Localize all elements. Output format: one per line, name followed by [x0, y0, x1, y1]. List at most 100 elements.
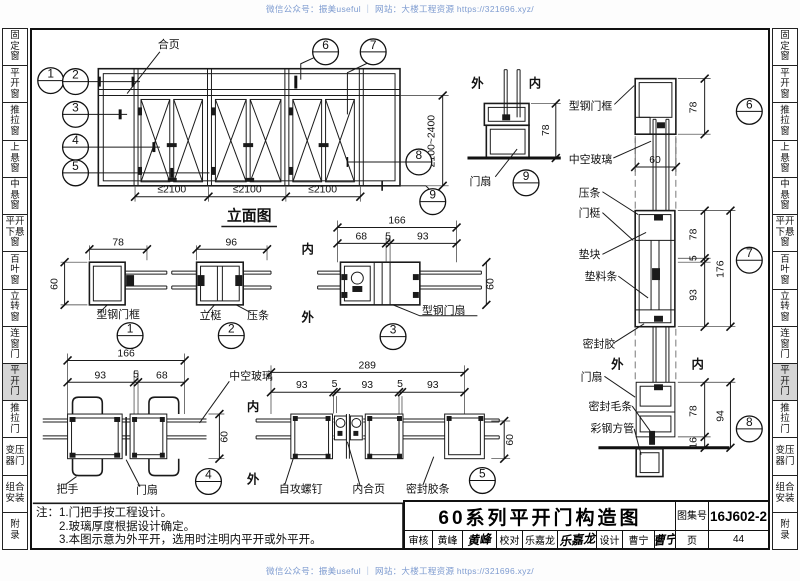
sidebar-item-window-door[interactable]: 连 窗 门	[3, 327, 27, 364]
d3-dim-a: 68	[356, 231, 368, 242]
sidebar-item-louver-window[interactable]: 百 叶 窗	[773, 252, 797, 290]
sidebar-item-window-door[interactable]: 连 窗 门	[773, 327, 797, 364]
d9-height-dim: 78	[541, 124, 552, 136]
sidebar-item-casement-window[interactable]: 平 开 窗	[773, 66, 797, 104]
d8-dim-b: 16	[689, 437, 700, 449]
sidebar-item-tilt-turn-window[interactable]: 平开 下悬 窗	[3, 215, 27, 253]
d5-height-dim: 60	[505, 434, 516, 446]
d7-dim-a: 78	[689, 228, 700, 240]
title-block-row-2: 审核 黄峰 黄峰 校对 乐嘉龙 乐嘉龙 设计 曹宁 曹宁 页 44	[405, 530, 768, 548]
page-label: 页	[675, 531, 708, 548]
d5-seal-label: 密封胶条	[406, 481, 450, 495]
d4-handle-label: 把手	[57, 481, 79, 495]
svg-text:1: 1	[127, 322, 134, 336]
sidebar-item-appendix[interactable]: 附 录	[10, 519, 20, 541]
sidebar-item-combination-install[interactable]: 组合 安装	[773, 476, 797, 513]
d3-total-dim: 166	[388, 216, 406, 227]
detail-5-hinge-section: 289 93 5 93 5 93 自攻螺钉 内合页 密封胶条	[255, 360, 516, 495]
svg-text:3: 3	[390, 323, 397, 337]
d7-dim-b: 5	[689, 255, 700, 261]
d9-inside-label: 内	[529, 76, 541, 91]
check-label: 校对	[496, 531, 522, 548]
sidebar-item-appendix[interactable]: 附 录	[780, 519, 790, 541]
sidebar-item-top-hung-window[interactable]: 上 悬 窗	[773, 141, 797, 178]
d9-outside-label: 外	[471, 76, 484, 91]
d3-dim-c: 93	[417, 231, 429, 242]
d4-dim-a: 93	[95, 370, 107, 381]
sidebar-right: 固 定 窗 平 开 窗 推 拉 窗 上 悬 窗 中 悬 窗 平开 下悬 窗 百 …	[772, 28, 798, 550]
callout-6: 6	[312, 38, 340, 66]
detail-4-callout: 4	[194, 468, 223, 496]
svg-text:4: 4	[72, 133, 79, 147]
detail-7-callout: 7	[735, 246, 763, 274]
d6-height-dim: 78	[689, 101, 700, 113]
d7-inside-label: 内	[692, 356, 704, 371]
d7-outside-label: 外	[611, 356, 624, 371]
sidebar-item-casement-window[interactable]: 平 开 窗	[3, 66, 27, 104]
callout-2: 2	[61, 68, 90, 96]
d1-width-dim: 78	[112, 237, 124, 248]
sidebar-item-sliding-window[interactable]: 推 拉 窗	[3, 103, 27, 141]
d6-frame-label: 型钢门框	[569, 98, 613, 112]
svg-text:2: 2	[72, 68, 79, 82]
d8-brush-label: 密封毛条	[589, 399, 633, 413]
watermark-top: 微信公众号：振美useful ｜ 网站：大楼工程资源 https://32169…	[266, 4, 534, 14]
svg-text:7: 7	[746, 246, 753, 260]
note-line-1: 1.门把手按工程设计。	[59, 507, 173, 519]
sidebar-item-tilt-turn-window[interactable]: 平开 下悬 窗	[773, 215, 797, 253]
detail-6-head-section: 78 60 型钢门框 中空玻璃	[569, 74, 711, 381]
sidebar-item-sliding-door[interactable]: 推 拉 门	[3, 401, 27, 439]
d6-glass-label: 中空玻璃	[569, 152, 613, 166]
d4-leaf-label: 门扇	[136, 482, 158, 496]
sidebar-item-combination-install[interactable]: 组合 安装	[3, 476, 27, 513]
sidebar-item-louver-window[interactable]: 百 叶 窗	[3, 252, 27, 290]
note-line-3: 3.本图示意为外平开，选用时注明内平开或外平开。	[59, 534, 322, 546]
detail-3-callout: 3	[379, 323, 407, 351]
callout-9: 9	[419, 188, 447, 216]
d5-hinge-label: 内合页	[352, 481, 385, 495]
signature: 乐嘉龙	[558, 531, 596, 548]
review-label: 审核	[408, 536, 429, 547]
detail-9-sill-section: 外 内 78 门扇	[467, 69, 561, 188]
sidebar-item-transformer-door[interactable]: 变压 器门	[3, 438, 27, 476]
sidebar-item-top-hung-window[interactable]: 上 悬 窗	[3, 141, 27, 178]
design-name: 曹宁	[622, 531, 654, 548]
sidebar-item-pivot-window[interactable]: 立 转 窗	[773, 290, 797, 327]
elevation-drawing: ≤2100 ≤2100 ≤2100 2100~2400 合页 立面图	[88, 37, 449, 228]
svg-text:6: 6	[746, 97, 753, 111]
d3-height-dim: 60	[485, 278, 496, 290]
notes-lines: 1.门把手按工程设计。 2.玻璃厚度根据设计确定。 3.本图示意为外平开，选用时…	[59, 507, 322, 548]
design-label: 设计	[596, 531, 622, 548]
d7-total-dim: 176	[716, 260, 727, 278]
sidebar-item-center-hung-window[interactable]: 中 悬 窗	[773, 178, 797, 216]
sidebar-item-swing-door[interactable]: 平 开 门	[773, 363, 797, 402]
d6-width-dim: 60	[649, 155, 661, 166]
d4-dim-c: 68	[156, 370, 168, 381]
sidebar-item-swing-door[interactable]: 平 开 门	[3, 363, 27, 402]
detail-4-handle-section: 166 93 5 68 把手 门扇 中空玻璃 内 外 60	[42, 348, 273, 496]
d4-outside-label: 外	[247, 471, 260, 486]
d8-leaf-label: 门扇	[581, 369, 603, 383]
svg-text:2: 2	[228, 322, 235, 336]
height-dimension: 2100~2400	[427, 115, 438, 168]
hinge-label: 合页	[158, 37, 180, 51]
sidebar-item-sliding-door[interactable]: 推 拉 门	[773, 401, 797, 439]
sidebar-item-fixed-window[interactable]: 固 定 窗	[3, 29, 27, 67]
sidebar-item-transformer-door[interactable]: 变压 器门	[773, 438, 797, 476]
drawing-sheet: ≤2100 ≤2100 ≤2100 2100~2400 合页 立面图 78 60…	[30, 28, 770, 550]
sidebar-item-pivot-window[interactable]: 立 转 窗	[3, 290, 27, 327]
sidebar-item-fixed-window[interactable]: 固 定 窗	[773, 29, 797, 67]
svg-text:9: 9	[429, 188, 436, 202]
signature: 黄峰	[466, 531, 493, 548]
d7-sealant-label: 密封胶	[583, 337, 616, 351]
bay-dimension: ≤2100	[233, 185, 262, 196]
page-number: 44	[708, 531, 768, 548]
detail-6-callout: 6	[735, 97, 763, 125]
sidebar-item-sliding-window[interactable]: 推 拉 窗	[773, 103, 797, 141]
d3-inside-label: 内	[302, 241, 314, 256]
detail-1-frame-section: 78 60 型钢门框	[50, 237, 168, 321]
d3-outside-label: 外	[302, 310, 315, 325]
sidebar-item-center-hung-window[interactable]: 中 悬 窗	[3, 178, 27, 216]
atlas-number: 16J602-2	[708, 502, 768, 530]
